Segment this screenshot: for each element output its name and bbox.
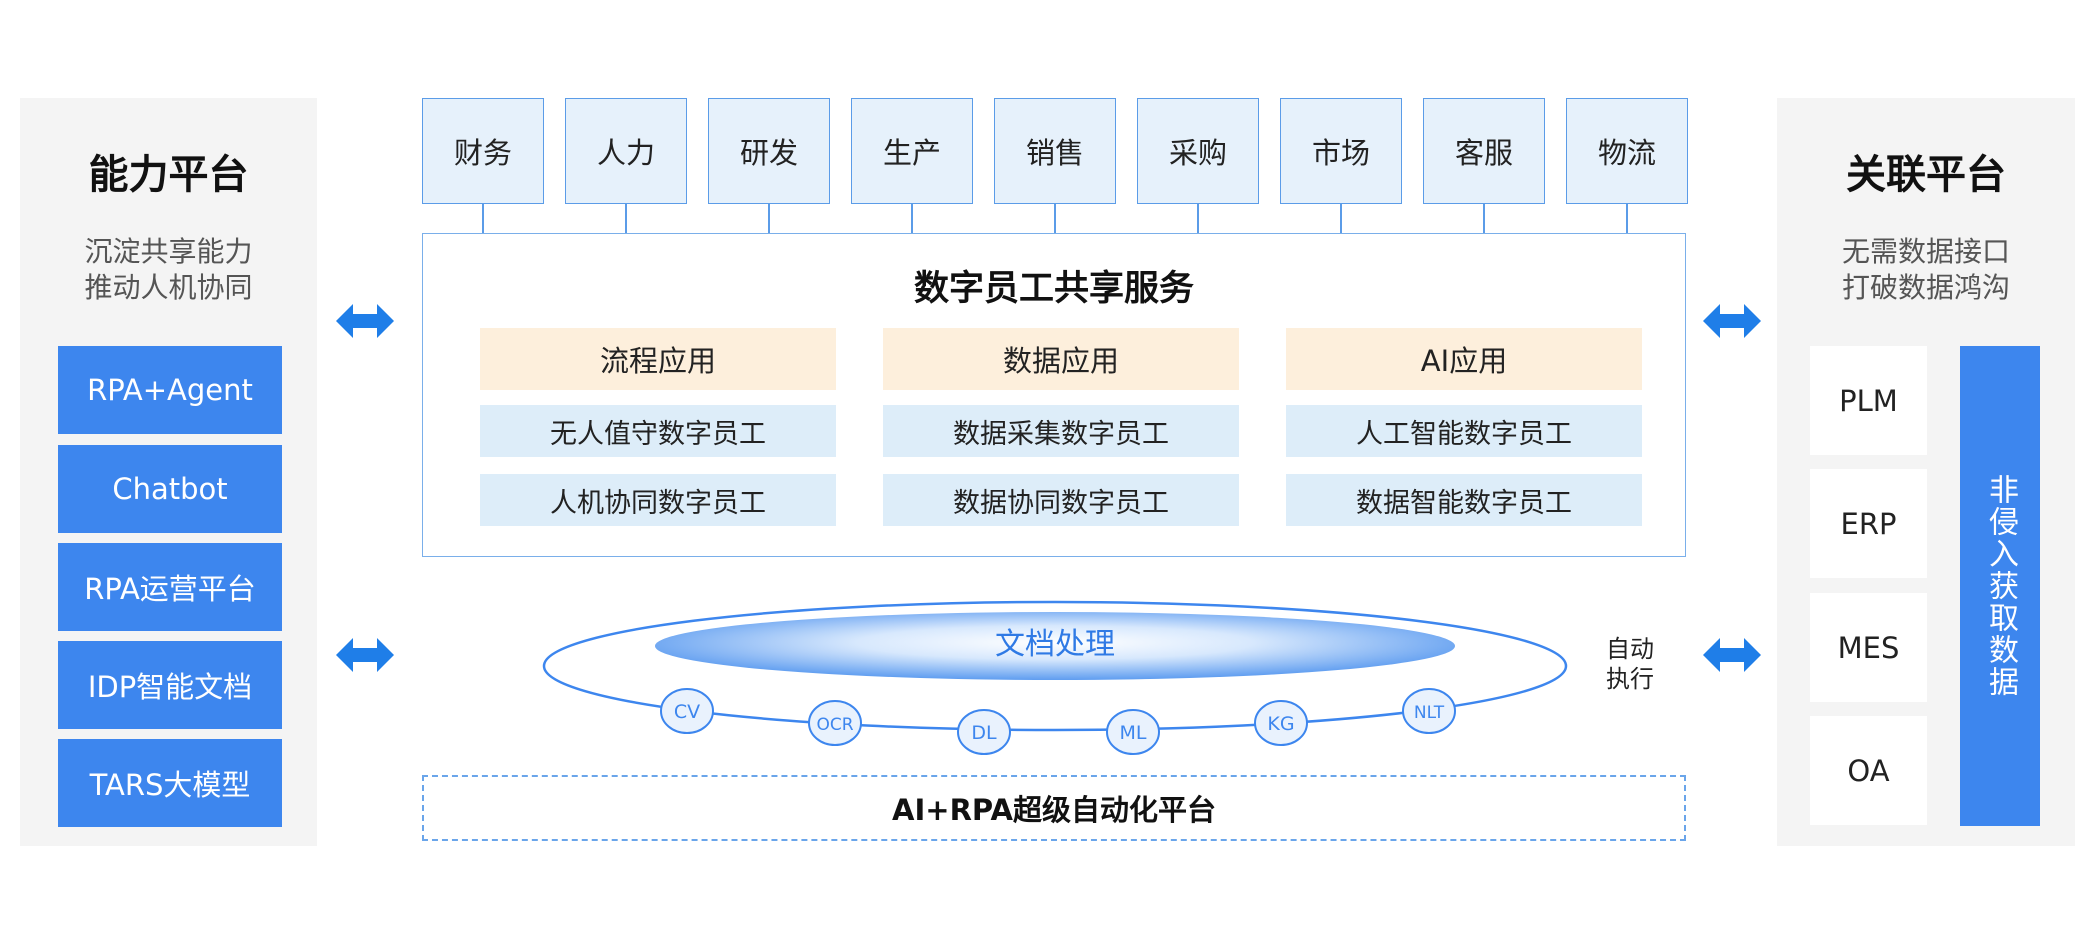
tech-node-ocr: OCR — [808, 700, 862, 746]
system-oa: OA — [1810, 716, 1927, 825]
dept-hr: 人力 — [565, 98, 687, 204]
system-erp: ERP — [1810, 469, 1927, 578]
dept-purchasing: 采购 — [1137, 98, 1259, 204]
related-subtitle-line1: 无需数据接口 — [1841, 235, 2010, 268]
svg-text:ML: ML — [1120, 722, 1147, 744]
service-item: 无人值守数字员工 — [480, 405, 836, 457]
capability-item-rpa-ops: RPA运营平台 — [58, 543, 282, 631]
auto-exec-label: 自动 执行 — [1590, 634, 1670, 694]
tech-node-cv: CV — [660, 688, 714, 734]
dept-sales: 销售 — [994, 98, 1116, 204]
orbit-ellipse — [542, 600, 1568, 732]
service-item: 人机协同数字员工 — [480, 474, 836, 526]
capability-subtitle-line2: 推动人机协同 — [84, 271, 253, 304]
svg-text:NLT: NLT — [1414, 703, 1445, 723]
svg-text:OCR: OCR — [816, 715, 853, 735]
capability-item-chatbot: Chatbot — [58, 445, 282, 533]
auto-exec-line1: 自动 — [1606, 635, 1654, 663]
system-mes: MES — [1810, 593, 1927, 702]
capability-item-tars: TARS大模型 — [58, 739, 282, 827]
double-arrow-icon — [1703, 304, 1761, 338]
tech-node-dl: DL — [957, 709, 1011, 755]
dept-connector — [1197, 204, 1199, 234]
system-plm: PLM — [1810, 346, 1927, 455]
dept-connector — [768, 204, 770, 234]
double-arrow-icon — [336, 304, 394, 338]
double-arrow-icon — [1703, 638, 1761, 672]
capability-platform-title: 能力平台 — [88, 152, 249, 198]
ai-app-header: AI应用 — [1286, 328, 1642, 390]
tech-node-kg: KG — [1254, 700, 1308, 746]
dept-logistics: 物流 — [1566, 98, 1688, 204]
tech-node-ml: ML — [1106, 709, 1160, 755]
capability-subtitle-line1: 沉淀共享能力 — [84, 235, 253, 268]
double-arrow-icon — [336, 638, 394, 672]
dept-connector — [625, 204, 627, 234]
tech-node-nlt: NLT — [1402, 688, 1456, 734]
svg-text:KG: KG — [1267, 713, 1294, 735]
service-item: 数据采集数字员工 — [883, 405, 1239, 457]
doc-processing-glow — [655, 612, 1455, 680]
svg-text:CV: CV — [674, 701, 700, 723]
dept-connector — [911, 204, 913, 234]
ai-rpa-platform: AI+RPA超级自动化平台 — [422, 775, 1686, 841]
service-item: 数据智能数字员工 — [1286, 474, 1642, 526]
doc-processing-label: 文档处理 — [995, 627, 1115, 662]
related-platform-title: 关联平台 — [1846, 152, 2006, 198]
related-subtitle-line2: 打破数据鸿沟 — [1841, 271, 2010, 304]
capability-item-rpa-agent: RPA+Agent — [58, 346, 282, 434]
dept-customer-service: 客服 — [1423, 98, 1545, 204]
auto-exec-line2: 执行 — [1606, 665, 1654, 693]
shared-service-title: 数字员工共享服务 — [913, 269, 1194, 309]
dept-rnd: 研发 — [708, 98, 830, 204]
service-item: 人工智能数字员工 — [1286, 405, 1642, 457]
capability-item-idp: IDP智能文档 — [58, 641, 282, 729]
dept-production: 生产 — [851, 98, 973, 204]
dept-marketing: 市场 — [1280, 98, 1402, 204]
dept-connector — [1054, 204, 1056, 234]
dept-finance: 财务 — [422, 98, 544, 204]
service-item: 数据协同数字员工 — [883, 474, 1239, 526]
data-app-header: 数据应用 — [883, 328, 1239, 390]
dept-connector — [1626, 204, 1628, 234]
related-platform-panel: 关联平台 无需数据接口 打破数据鸿沟 PLM ERP MES OA 非侵入获取数… — [1777, 98, 2075, 846]
process-app-header: 流程应用 — [480, 328, 836, 390]
dept-connector — [1483, 204, 1485, 234]
dept-connector — [1340, 204, 1342, 234]
dept-connector — [482, 204, 484, 234]
capability-platform-panel: 能力平台 沉淀共享能力 推动人机协同 RPA+Agent Chatbot RPA… — [20, 98, 317, 846]
non-invasive-data-label: 非侵入获取数据 — [1960, 346, 2040, 826]
svg-text:DL: DL — [971, 722, 997, 744]
